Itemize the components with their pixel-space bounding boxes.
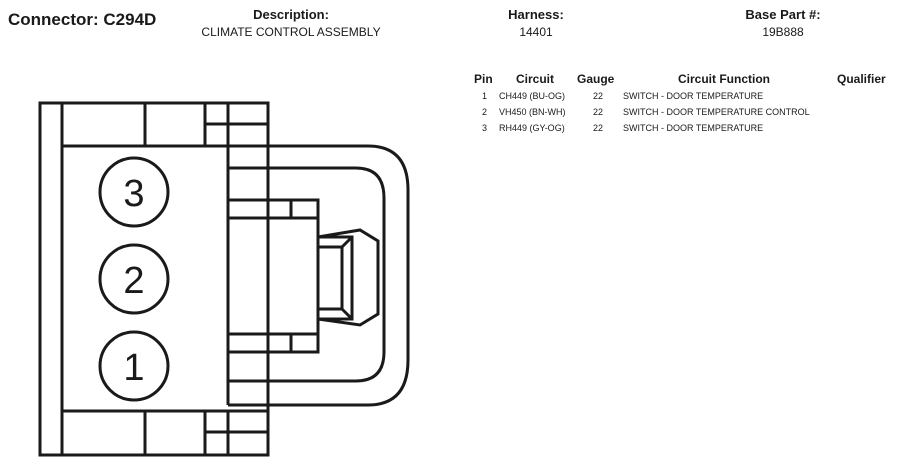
row-circuit: CH449 (BU-OG): [499, 91, 566, 101]
pin-2-label: 2: [123, 260, 144, 302]
col-header-function: Circuit Function: [678, 72, 770, 86]
row-gauge: 22: [593, 91, 604, 101]
row-circuit: RH449 (GY-OG): [499, 123, 565, 133]
description-label: Description:: [253, 7, 329, 22]
row-function: SWITCH - DOOR TEMPERATURE: [623, 91, 764, 101]
latch-outer: [228, 144, 410, 407]
row-gauge: 22: [593, 123, 604, 133]
row-circuit: VH450 (BN-WH): [499, 107, 566, 117]
base-part-value: 19B888: [762, 25, 804, 39]
row-function: SWITCH - DOOR TEMPERATURE: [623, 123, 764, 133]
description-value: CLIMATE CONTROL ASSEMBLY: [201, 25, 381, 39]
col-header-qualifier: Qualifier: [837, 72, 886, 86]
row-gauge: 22: [593, 107, 604, 117]
col-header-pin: Pin: [474, 72, 493, 86]
row-pin: 1: [482, 91, 488, 101]
harness-label: Harness:: [508, 7, 564, 22]
col-header-circuit: Circuit: [516, 72, 555, 86]
connector-title: Connector: C294D: [8, 10, 157, 29]
harness-value: 14401: [519, 25, 553, 39]
pin-2-cavity: [98, 243, 170, 315]
base-part-label: Base Part #:: [745, 7, 821, 22]
pin-3-label: 3: [123, 173, 144, 215]
col-header-gauge: Gauge: [577, 72, 615, 86]
housing-outline: [38, 101, 270, 457]
row-pin: 3: [482, 123, 488, 133]
pin-1-cavity: [98, 330, 170, 402]
row-function: SWITCH - DOOR TEMPERATURE CONTROL: [623, 107, 810, 117]
latch-inner: [228, 166, 386, 383]
pin-3-cavity: [98, 156, 170, 228]
pin-1-label: 1: [123, 347, 144, 389]
row-pin: 2: [482, 107, 488, 117]
